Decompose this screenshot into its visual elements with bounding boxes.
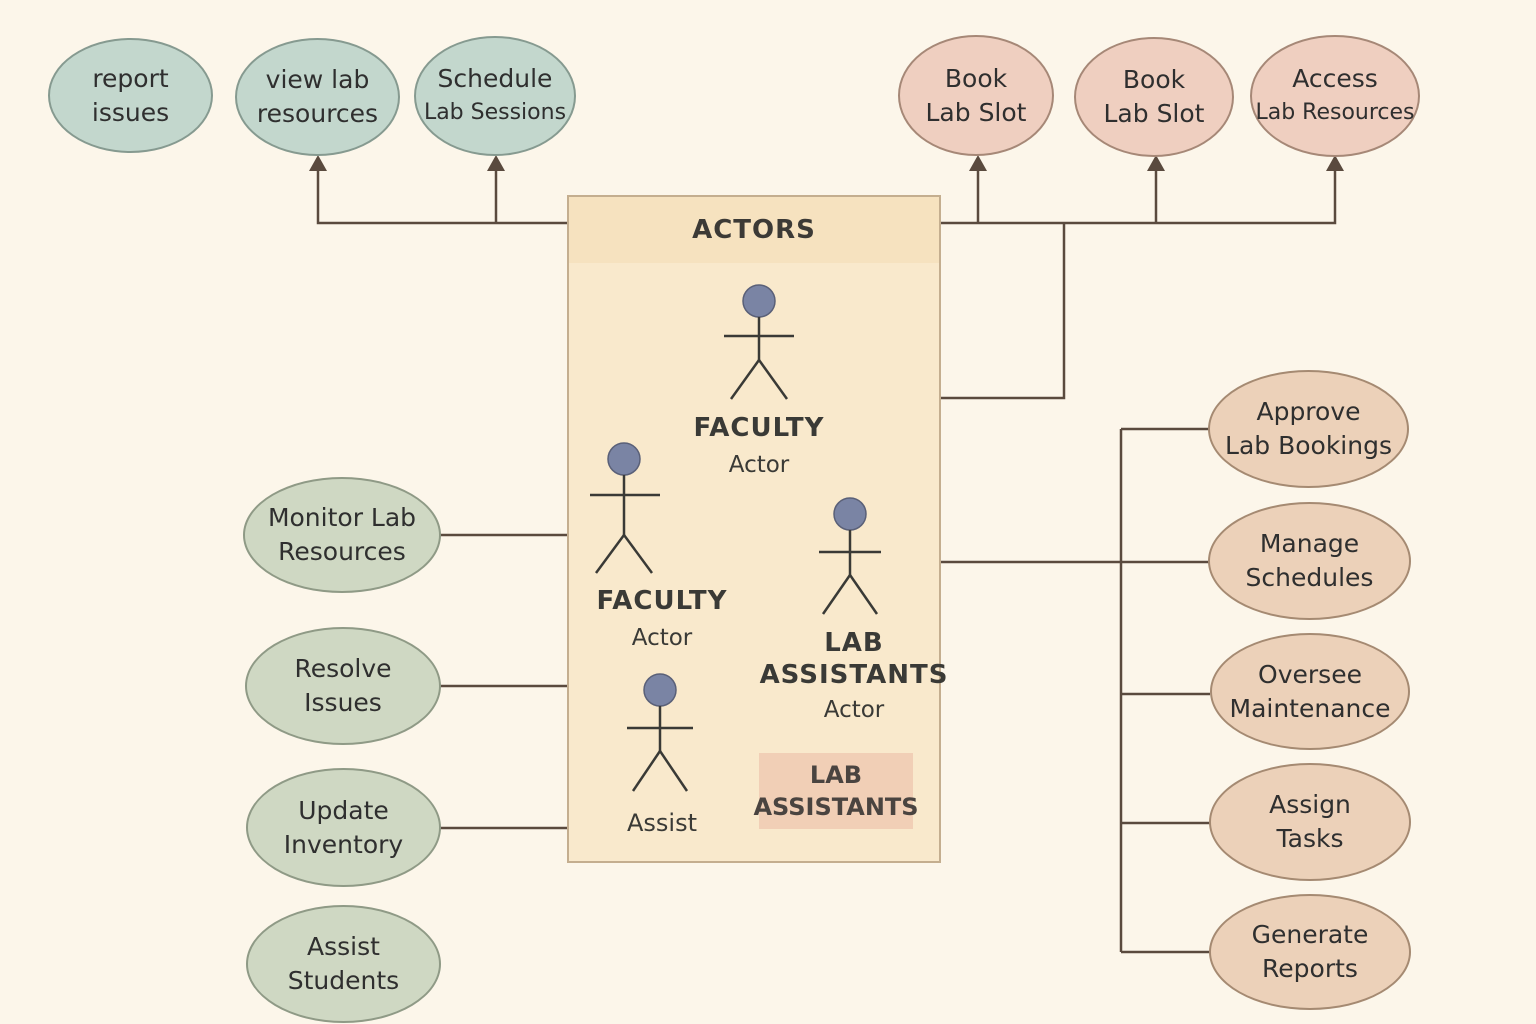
arrow-up-icon <box>309 155 327 171</box>
connector-top-left <box>316 165 567 225</box>
actor-name: Assist <box>626 809 697 837</box>
connector-faculty-right <box>941 223 1066 400</box>
actor-name: LAB ASSISTANTS <box>759 628 949 690</box>
lab-assistants-tag: LAB ASSISTANTS <box>753 753 919 829</box>
arrow-up-icon <box>487 155 505 171</box>
arrow-up-icon <box>969 155 987 171</box>
stick-figure-icon[interactable] <box>719 282 799 402</box>
stick-figure-icon[interactable] <box>624 671 696 795</box>
arrow-up-icon <box>1147 155 1165 171</box>
actor-name: FACULTY <box>596 586 728 616</box>
arrow-up-icon <box>1326 155 1344 171</box>
connector-top-right <box>941 165 1337 225</box>
actors-panel: ACTORS FACULTY Actor FACULTY Actor <box>567 195 947 863</box>
actor-role: Actor <box>823 697 885 723</box>
actor-name: FACULTY <box>693 413 825 443</box>
actor-role: Actor <box>631 625 693 651</box>
actor-role: Actor <box>728 452 790 478</box>
stick-figure-icon[interactable] <box>817 495 883 617</box>
stick-figure-icon[interactable] <box>587 440 662 576</box>
actors-panel-title: ACTORS <box>569 197 939 263</box>
